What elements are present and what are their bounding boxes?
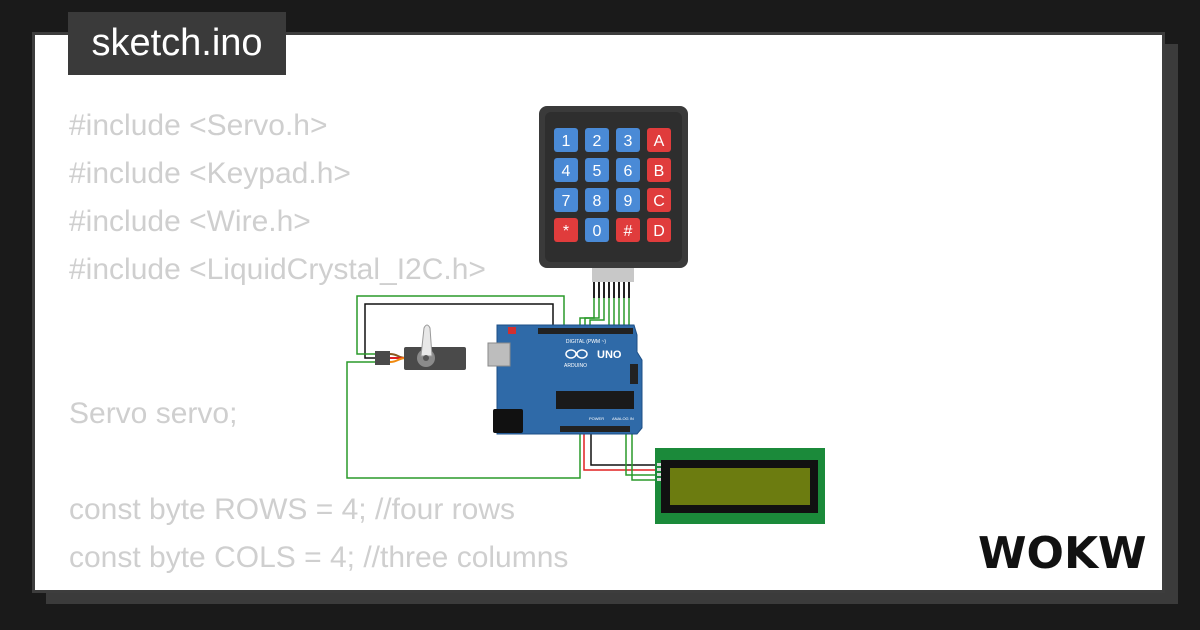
keypad-key-cap: [647, 128, 671, 152]
keypad-key-cap: [647, 188, 671, 212]
wire-lcd-vcc: [583, 430, 657, 471]
keypad-key[interactable]: #: [616, 218, 640, 242]
keypad-key[interactable]: 1: [554, 128, 578, 152]
wire-lcd-gnd: [590, 430, 657, 466]
keypad-ribbon-wires: [579, 298, 630, 326]
file-name-tab[interactable]: sketch.ino: [68, 12, 286, 75]
keypad-key[interactable]: 5: [585, 158, 609, 182]
keypad-key-label: 2: [593, 133, 602, 150]
keypad-key-label: D: [653, 223, 665, 240]
servo-horn: [420, 324, 433, 357]
keypad-key-cap: [554, 188, 578, 212]
keypad-key-label: *: [563, 223, 569, 240]
keypad-key-label: 4: [562, 163, 571, 180]
keypad-key-cap: [585, 188, 609, 212]
keypad-key-label: 5: [593, 163, 602, 180]
keypad-key[interactable]: C: [647, 188, 671, 212]
code-line: #include <LiquidCrystal_I2C.h>: [69, 253, 486, 286]
keypad-key-cap: [554, 218, 578, 242]
servo-connector: [375, 351, 390, 365]
keypad-key-cap: [585, 218, 609, 242]
code-line: Servo servo;: [69, 397, 238, 430]
wire-servo-signal: [356, 295, 565, 355]
keypad-key-label: #: [624, 223, 633, 240]
keypad-key[interactable]: 8: [585, 188, 609, 212]
code-line: const byte COLS = 4; //three columns: [69, 541, 569, 574]
servo-screw: [423, 355, 429, 361]
icsp-header: [630, 364, 638, 384]
wire-lcd-scl: [631, 430, 657, 481]
code-preview: #include <Servo.h> #include <Keypad.h> #in…: [69, 102, 569, 590]
keypad-key[interactable]: 2: [585, 128, 609, 152]
keypad-key[interactable]: *: [554, 218, 578, 242]
digital-header: [538, 328, 633, 334]
wire-servo-vcc: [346, 361, 581, 479]
digital-header-label: DIGITAL (PWM ~): [566, 339, 606, 345]
keypad-key-cap: [585, 128, 609, 152]
reset-button[interactable]: [508, 327, 516, 334]
power-header-label: POWER: [589, 416, 604, 421]
keypad-key[interactable]: 0: [585, 218, 609, 242]
keypad-key[interactable]: 3: [616, 128, 640, 152]
keypad-key[interactable]: 4: [554, 158, 578, 182]
wire-lcd-sda: [625, 430, 657, 476]
keypad-key-label: 0: [593, 223, 602, 240]
keypad-key-cap: [616, 128, 640, 152]
keypad-4x4[interactable]: 1 2 3 A 4 5 6 B 7 8 9 C * 0 # D: [539, 106, 688, 298]
usb-port: [487, 342, 511, 367]
keypad-key-label: 7: [562, 193, 571, 210]
keypad-key-label: C: [653, 193, 665, 210]
wire-servo-gnd: [364, 303, 554, 359]
keypad-key-cap: [616, 188, 640, 212]
keypad-key-cap: [647, 158, 671, 182]
keypad-key-label: 6: [624, 163, 633, 180]
arduino-brand: ARDUINO: [564, 363, 587, 369]
arduino-uno-board[interactable]: DIGITAL (PWM ~) UNO ARDUINO POWER ANALOG…: [487, 324, 643, 435]
arduino-model: UNO: [597, 349, 622, 361]
wokwi-logo-text: WOKWi: [978, 528, 1150, 578]
keypad-key-label: A: [654, 133, 665, 150]
keypad-key-label: B: [654, 163, 665, 180]
code-line: #include <Servo.h>: [69, 109, 328, 142]
servo-motor[interactable]: [375, 324, 466, 370]
code-line: char keys[ROWS][COLS] = {: [69, 582, 568, 590]
keypad-pins: [593, 282, 630, 298]
keypad-key-cap: [616, 218, 640, 242]
keypad-keys[interactable]: 1 2 3 A 4 5 6 B 7 8 9 C * 0 # D: [554, 128, 671, 242]
keypad-key[interactable]: 9: [616, 188, 640, 212]
power-jack: [493, 409, 523, 433]
keypad-key-cap: [647, 218, 671, 242]
code-line: #include <Keypad.h>: [69, 157, 351, 190]
analog-header-label: ANALOG IN: [612, 416, 634, 421]
code-line: #include <Wire.h>: [69, 205, 311, 238]
keypad-key[interactable]: A: [647, 128, 671, 152]
keypad-key-label: 8: [593, 193, 602, 210]
keypad-key-label: 1: [562, 133, 571, 150]
keypad-key[interactable]: B: [647, 158, 671, 182]
keypad-key[interactable]: 7: [554, 188, 578, 212]
keypad-key-cap: [616, 158, 640, 182]
lcd-16x2-display[interactable]: [655, 448, 825, 524]
arduino-logo-icon: [565, 349, 588, 359]
servo-body: [404, 347, 466, 370]
lcd-pins: [657, 463, 661, 481]
wokwi-logo[interactable]: WOKWi: [978, 528, 1150, 578]
microcontroller-chip: [556, 391, 634, 409]
keypad-connector: [592, 268, 634, 282]
code-line: const byte ROWS = 4; //four rows: [69, 493, 515, 526]
keypad-key-cap: [554, 158, 578, 182]
power-analog-header: [560, 426, 630, 432]
lcd-screen: [670, 468, 810, 505]
keypad-key[interactable]: 6: [616, 158, 640, 182]
keypad-key-cap: [554, 128, 578, 152]
keypad-key-label: 3: [624, 133, 633, 150]
keypad-key[interactable]: D: [647, 218, 671, 242]
keypad-key-label: 9: [624, 193, 633, 210]
keypad-key-cap: [585, 158, 609, 182]
